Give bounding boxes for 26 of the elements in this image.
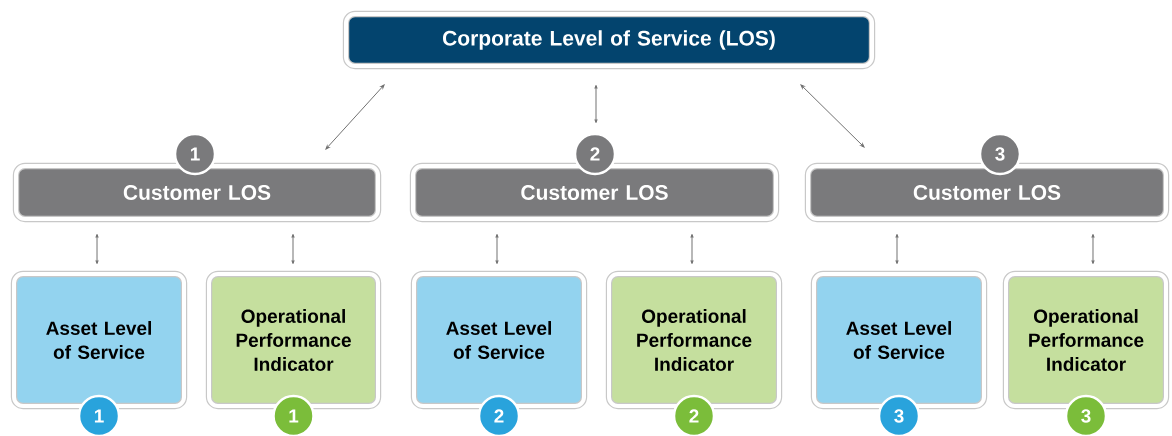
arrow (594, 84, 598, 124)
number-badge: 3 (978, 132, 1022, 176)
arrow (325, 84, 385, 150)
asset-box: Asset Level of Service (410, 270, 588, 410)
customer-box: Customer LOS (804, 162, 1170, 223)
number-badge: 2 (573, 132, 617, 176)
indicator-box: Operational Performance Indicator (1002, 270, 1170, 410)
asset-box: Asset Level of Service (810, 270, 988, 410)
indicator-box: Operational Performance Indicator (605, 270, 783, 410)
indicator-box: Operational Performance Indicator (205, 270, 382, 410)
arrow (495, 233, 499, 265)
number-badge: 1 (173, 132, 217, 176)
arrow (291, 233, 295, 265)
arrow (95, 233, 99, 265)
corporate-box: Corporate Level of Service (LOS) (342, 10, 876, 70)
arrow (1091, 233, 1095, 265)
number-badge: 1 (77, 394, 121, 436)
number-badge: 1 (272, 394, 315, 436)
number-badge: 3 (877, 394, 921, 436)
arrow (895, 233, 899, 265)
number-badge: 2 (672, 394, 716, 436)
arrow (800, 84, 865, 148)
number-badge: 2 (477, 394, 521, 436)
number-badge: 3 (1064, 394, 1108, 436)
asset-box: Asset Level of Service (10, 270, 188, 410)
arrow (690, 233, 694, 265)
